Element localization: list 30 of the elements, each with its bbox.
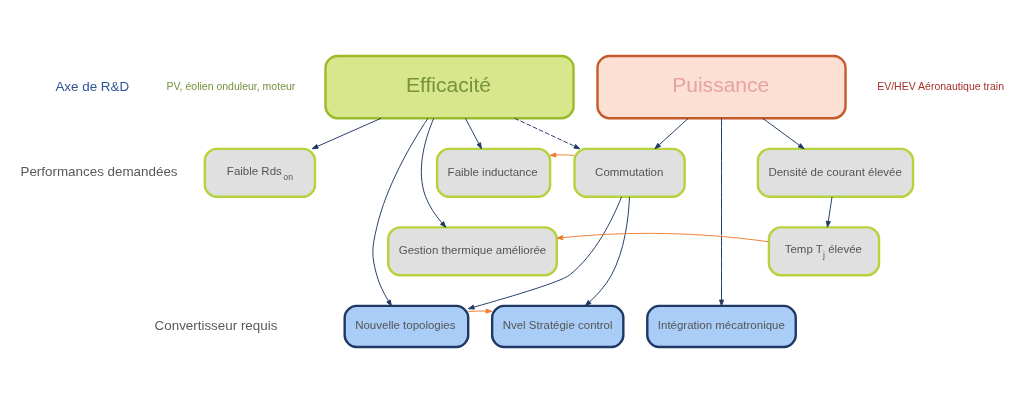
arrow (467, 308, 492, 314)
label: Axe de R&D (54, 78, 129, 94)
arrow (825, 196, 832, 228)
node-label: PV, éolien onduleur, moteur (166, 79, 295, 92)
arrow (549, 152, 575, 158)
node-box: Nvel Stratégie control (490, 304, 625, 349)
label: Performances demandées (19, 164, 178, 180)
node-box: Gestion thermique améliorée (386, 226, 558, 277)
node-box: Faible Rds$_{on}$ (203, 147, 316, 198)
arrow (718, 117, 724, 307)
arrow (420, 117, 446, 228)
node-box: Temp T$_{j}$ élevée (767, 226, 880, 277)
node-label: EV/HEV Aéronautique train (876, 79, 1004, 92)
arrow (467, 196, 622, 310)
node-box: Densité de courant élevée (756, 147, 914, 198)
node-box: Intégration mécatronique (645, 304, 797, 349)
arrow (584, 196, 630, 307)
label: Convertisseur requis (154, 318, 277, 334)
arrow (653, 117, 689, 150)
arrow (513, 117, 580, 150)
arrow (761, 117, 805, 150)
node-box: Commutation (572, 147, 686, 198)
arrow (464, 117, 482, 150)
arrow (311, 117, 382, 150)
node-box: Faible inductance (435, 147, 551, 198)
arrow (556, 232, 769, 243)
node-box: Nouvelle topologies (342, 304, 469, 349)
arrow (371, 117, 428, 307)
node-box: Efficacité (323, 54, 575, 120)
node-box: Puissance (595, 54, 847, 120)
